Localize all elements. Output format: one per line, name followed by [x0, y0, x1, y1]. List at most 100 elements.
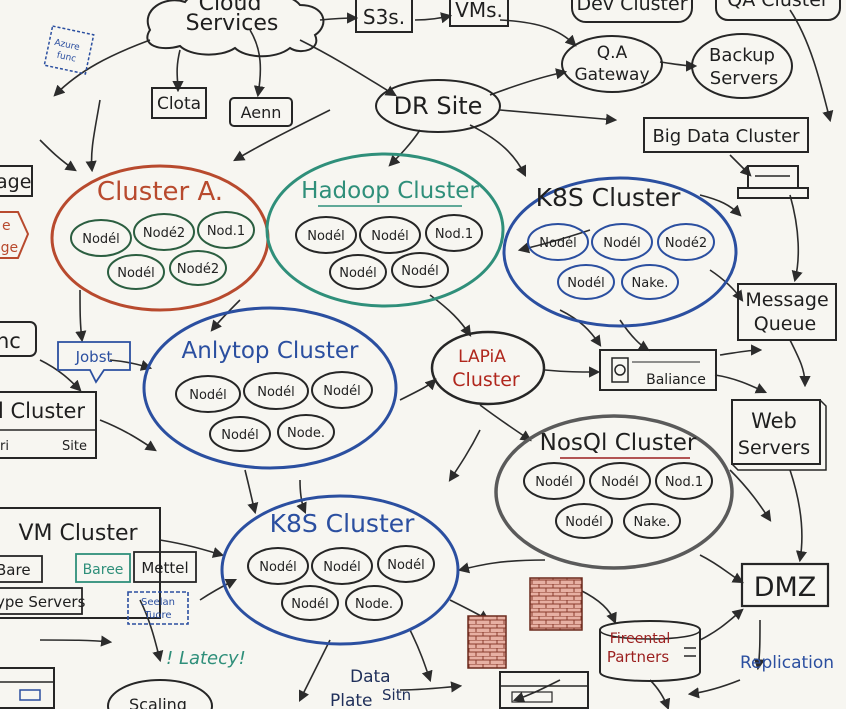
scaling-node: Scaling: [107, 679, 213, 709]
cluster-node-label: Nod.1: [665, 475, 703, 490]
cluster-node: [557, 264, 615, 300]
svg-text:Queue: Queue: [754, 313, 816, 335]
cluster-node-label: Nodél: [565, 515, 603, 530]
firewall-partners: Fireental Partners: [599, 620, 701, 682]
svg-text:QA Cluster: QA Cluster: [727, 0, 829, 11]
laptop-icon: [737, 165, 809, 199]
data-site-label: Data Plate Sitn: [330, 667, 411, 709]
cluster-node: [243, 372, 309, 410]
qa-cluster-box: QA Cluster: [715, 0, 841, 21]
svg-text:Servers: Servers: [738, 437, 810, 459]
cluster-node: [133, 213, 195, 251]
cluster-node-label: Nake.: [632, 276, 669, 291]
cluster-a-nodes: Nodél Nodé2 Nod.1 Nodél Nodé2: [70, 211, 255, 290]
k8s-cluster-top: K8S Cluster Nodél Nodél Nodé2 Nodél Nake…: [502, 176, 738, 328]
svg-text:ype Servers: ype Servers: [0, 593, 86, 611]
svg-text:Scaling: Scaling: [129, 695, 187, 709]
cluster-node: [655, 462, 713, 500]
cluster-node-label: Nodél: [259, 560, 297, 575]
cluster-node: [391, 252, 449, 288]
cloud-services: Cloud Services: [146, 0, 325, 58]
firewall-icon-2: [467, 615, 507, 669]
svg-text:Baliance: Baliance: [646, 372, 706, 388]
cluster-node-label: Nodél: [82, 232, 120, 247]
cluster-node: [623, 503, 681, 539]
cluster-node: [209, 416, 271, 452]
svg-text:Web: Web: [751, 409, 797, 433]
svg-text:Fireental: Fireental: [610, 631, 670, 647]
load-balancer: Baliance: [599, 349, 717, 391]
cluster-node: [107, 254, 165, 290]
anlytop-cluster-title: Anlytop Cluster: [182, 338, 359, 364]
age-box: age: [0, 165, 33, 197]
anlytop-cluster: Anlytop Cluster Nodél Nodél Nodél Nodél …: [142, 306, 398, 470]
cluster-node-label: Node.: [287, 426, 325, 441]
cluster-node-label: Nodél: [189, 388, 227, 403]
cluster-node: [527, 223, 589, 261]
svg-text:ri: ri: [0, 439, 9, 454]
svg-text:Site: Site: [62, 439, 87, 454]
cluster-node: [277, 414, 335, 450]
svg-text:Plate: Plate: [330, 691, 373, 709]
k8s-bottom-nodes: Nodél Nodél Nodél Nodél Node.: [247, 545, 435, 621]
svg-text:Big Data Cluster: Big Data Cluster: [652, 126, 800, 147]
cluster-node-label: Nodél: [539, 236, 577, 251]
k8s-cluster-bottom-title: K8S Cluster: [270, 509, 416, 538]
server-rack-icon-left: [0, 667, 55, 709]
cluster-node: [70, 219, 132, 257]
cluster-node-label: Node.: [355, 597, 393, 612]
cluster-node: [555, 503, 613, 539]
cluster-node-label: Nod.1: [207, 224, 245, 239]
svg-text:Partners: Partners: [607, 648, 670, 666]
cluster-node: [247, 547, 309, 585]
cluster-node-label: Nodél: [323, 384, 361, 399]
cluster-a: Cluster A. Nodél Nodé2 Nod.1 Nodél Nodé2: [50, 164, 270, 312]
svg-text:func: func: [56, 51, 77, 65]
cluster-node-label: Nodél: [567, 276, 605, 291]
cluster-node-label: Nodél: [339, 266, 377, 281]
svg-text:Tuore: Tuore: [143, 610, 171, 621]
cloud-services-title: Cloud: [199, 0, 262, 16]
cloud-services-subtitle: Services: [186, 11, 279, 36]
firewall-icon-1: [529, 577, 583, 631]
svg-text:Aenn: Aenn: [241, 103, 282, 122]
cluster-node: [589, 462, 651, 500]
cluster-node-label: Nodé2: [143, 226, 185, 241]
cluster-node: [591, 223, 653, 261]
svg-text:S3s.: S3s.: [363, 5, 405, 29]
cluster-node-label: Nodél: [323, 560, 361, 575]
svg-text:Seelan: Seelan: [141, 597, 175, 608]
nosql-nodes: Nodél Nodél Nod.1 Nodél Nake.: [523, 462, 713, 539]
svg-text:VMs.: VMs.: [455, 0, 503, 22]
cluster-node: [175, 375, 241, 413]
cluster-node: [295, 216, 357, 254]
load-balancer-icon: [611, 357, 700, 383]
svg-text:Dev Cluster: Dev Cluster: [576, 0, 687, 15]
svg-text:Message: Message: [745, 289, 828, 311]
cluster-node: [345, 585, 403, 621]
anlytop-nodes: Nodél Nodél Nodél Nodél Node.: [175, 371, 373, 452]
svg-text:age: age: [0, 240, 18, 256]
replication-label: Replication: [740, 653, 834, 673]
svg-text:Gateway: Gateway: [574, 65, 649, 85]
cluster-node: [311, 547, 373, 585]
k8s-top-nodes: Nodél Nodél Nodé2 Nodél Nake.: [527, 223, 715, 300]
svg-text:Q.A: Q.A: [597, 43, 628, 63]
svg-text:Servers: Servers: [710, 68, 778, 89]
cluster-node-label: Nodé2: [177, 262, 219, 277]
cluster-node-label: Nodél: [307, 229, 345, 244]
svg-text:nc: nc: [0, 329, 21, 353]
clota-box: Clota: [151, 87, 207, 119]
dev-cluster-box: Dev Cluster: [571, 0, 693, 23]
hadoop-cluster-title: Hadoop Cluster: [301, 178, 479, 204]
svg-text:DMZ: DMZ: [754, 572, 817, 603]
l-cluster-box: l Cluster ri Site: [0, 391, 97, 459]
cluster-node-label: Nodél: [221, 428, 259, 443]
k8s-cluster-bottom: K8S Cluster Nodél Nodél Nodél Nodél Node…: [220, 494, 460, 646]
big-data-cluster-box: Big Data Cluster: [643, 117, 809, 153]
aenn-box: Aenn: [229, 97, 293, 127]
s3-box: S3s.: [355, 0, 413, 33]
svg-text:Sitn: Sitn: [382, 686, 411, 704]
svg-text:Jobst: Jobst: [75, 348, 113, 366]
